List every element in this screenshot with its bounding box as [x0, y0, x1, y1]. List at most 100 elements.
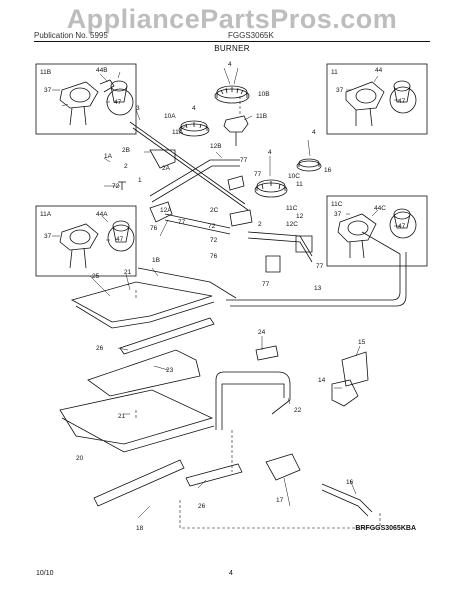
part-label: 24 — [258, 329, 266, 336]
part-label: 2C — [210, 207, 219, 214]
part-label: 4 — [228, 61, 232, 68]
manifold-rod — [129, 121, 249, 211]
valve-11a-sketch — [59, 220, 135, 269]
burner-tube-26 — [119, 317, 215, 355]
part-label: 44A — [96, 211, 108, 218]
part-label: 21 — [124, 269, 132, 276]
part-label: 11C — [331, 201, 343, 208]
part-label: 17 — [276, 497, 284, 504]
part-label: 47 — [398, 98, 406, 105]
part-label: 77 — [240, 157, 248, 164]
publication-right: FGGS3065K — [228, 31, 274, 40]
burner-23 — [87, 349, 201, 397]
burner-head-10c — [254, 179, 288, 198]
part-label: 4 — [192, 105, 196, 112]
valve-11-sketch — [345, 80, 417, 127]
part-label: 11B — [256, 113, 267, 120]
part-label: 20 — [76, 455, 84, 462]
part-label: 18 — [136, 525, 144, 532]
section-title: BURNER — [214, 44, 250, 53]
part-label: 10A — [164, 113, 176, 120]
part-label: 14 — [318, 377, 326, 384]
part-label: 11 — [331, 69, 338, 76]
part-label: 23 — [166, 367, 174, 374]
part-label: 37 — [336, 87, 344, 94]
valve-11c-sketch — [337, 208, 417, 259]
part-label: 12B — [210, 143, 222, 150]
part-label: 2B — [122, 147, 130, 154]
gas-line-13 — [226, 231, 407, 307]
part-label: 25 — [92, 273, 100, 280]
valve-11b-sketch — [59, 79, 134, 126]
diagram-code: BRFGGS3065KBA — [355, 525, 416, 532]
part-label: 47 — [114, 99, 122, 106]
part-label: 3 — [136, 105, 140, 112]
bracket-2c — [229, 209, 253, 227]
part-label: 2 — [258, 221, 262, 228]
burner-head-10b — [214, 85, 250, 104]
part-label: 47 — [116, 236, 124, 243]
part-label: 47 — [398, 223, 406, 230]
part-label: 15 — [358, 339, 366, 346]
manifold-1b — [137, 267, 237, 299]
part-label: 16 — [324, 167, 332, 174]
part-label: 11B — [40, 69, 51, 76]
gas-tube-16 — [321, 483, 373, 517]
part-label: 10B — [258, 91, 270, 98]
page-number: 4 — [229, 570, 233, 577]
elbow-24 — [255, 345, 279, 361]
part-label: 11C — [286, 205, 298, 212]
heat-shield-25 — [70, 281, 215, 329]
part-label: 1A — [104, 153, 113, 160]
part-label: 72 — [112, 183, 120, 190]
part-label: 44B — [96, 67, 108, 74]
part-label: 44C — [374, 205, 386, 212]
part-label: 11 — [296, 181, 303, 188]
part-label: 2A — [162, 165, 171, 172]
burner-head-16 — [296, 158, 322, 172]
burner-head-10a — [178, 120, 210, 137]
inset-box-11c — [326, 195, 428, 267]
publication-left: Publication No. 5995 — [34, 31, 108, 40]
part-label: 37 — [44, 87, 52, 94]
watermark: AppliancePartsPros.com — [66, 4, 398, 34]
screw-72 — [118, 181, 126, 190]
part-label: 4 — [268, 149, 272, 156]
part-label: 72 — [208, 223, 216, 230]
part-label: 77 — [316, 263, 324, 270]
part-label: 11A — [172, 129, 184, 136]
bracket-77-right — [295, 235, 313, 253]
inset-box-11 — [326, 63, 428, 135]
heat-shield-20 — [59, 389, 215, 453]
part-label: 37 — [44, 233, 52, 240]
part-label: 11A — [40, 211, 52, 218]
bracket-77-lower — [265, 255, 281, 273]
part-label: 12A — [160, 207, 172, 214]
part-label: 12 — [296, 213, 304, 220]
part-label: 4 — [312, 129, 316, 136]
inset-box-11b — [35, 63, 137, 135]
part-label: 44 — [375, 67, 383, 74]
part-label: 16 — [346, 479, 354, 486]
bracket-2 — [149, 149, 176, 169]
part-label: 1B — [152, 257, 160, 264]
gas-tube-22 — [215, 371, 291, 430]
part-label: 76 — [150, 225, 158, 232]
footer-date: 10/10 — [36, 570, 54, 577]
part-label: 10C — [288, 173, 300, 180]
igniter-26 — [185, 463, 243, 487]
part-label: 2 — [124, 163, 128, 170]
lower-burner-18 — [93, 459, 185, 507]
part-label: 72 — [210, 237, 218, 244]
valve-17 — [265, 453, 301, 481]
part-label: 77 — [178, 219, 186, 226]
bracket-15 — [341, 351, 369, 387]
header-divider — [34, 41, 430, 42]
burner-tube-12b — [149, 159, 240, 203]
part-label: 26 — [96, 345, 104, 352]
part-label: 13 — [314, 285, 322, 292]
burner-tube-12a — [164, 213, 231, 235]
part-label: 22 — [294, 407, 302, 414]
inset-box-11a — [35, 205, 137, 277]
